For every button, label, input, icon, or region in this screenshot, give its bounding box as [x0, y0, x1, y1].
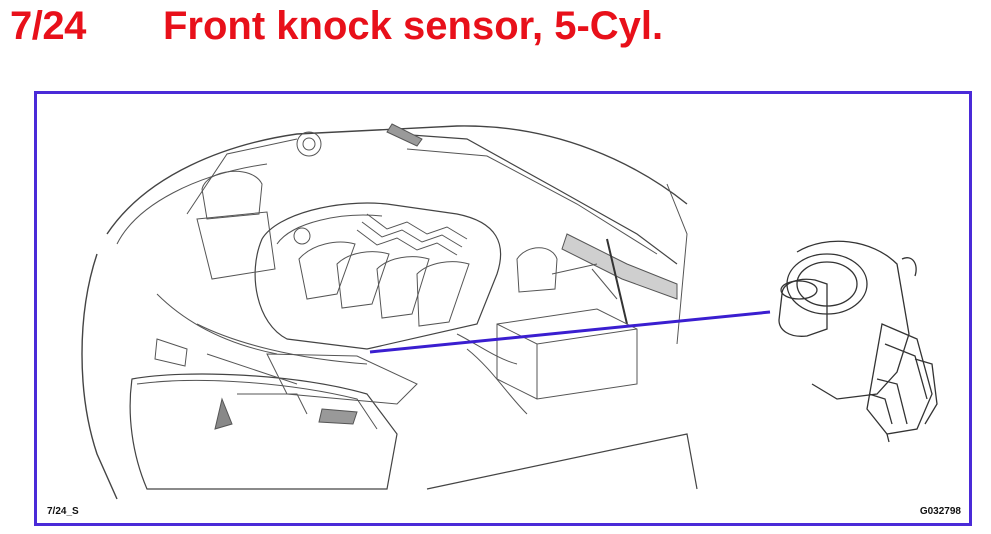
header: 7/24 Front knock sensor, 5-Cyl.	[0, 0, 991, 70]
figure-canvas	[81, 123, 938, 500]
engine-bay-illustration-icon	[81, 123, 698, 500]
page-title: Front knock sensor, 5-Cyl.	[163, 4, 664, 48]
page-number: 7/24	[10, 4, 86, 48]
knock-sensor-illustration-icon	[778, 240, 938, 443]
pointer-line	[369, 310, 771, 354]
drawing-code: G032798	[919, 506, 961, 517]
image-reference: 7/24_S	[47, 506, 79, 517]
figure-frame: 7/24_S G032798	[34, 91, 972, 526]
